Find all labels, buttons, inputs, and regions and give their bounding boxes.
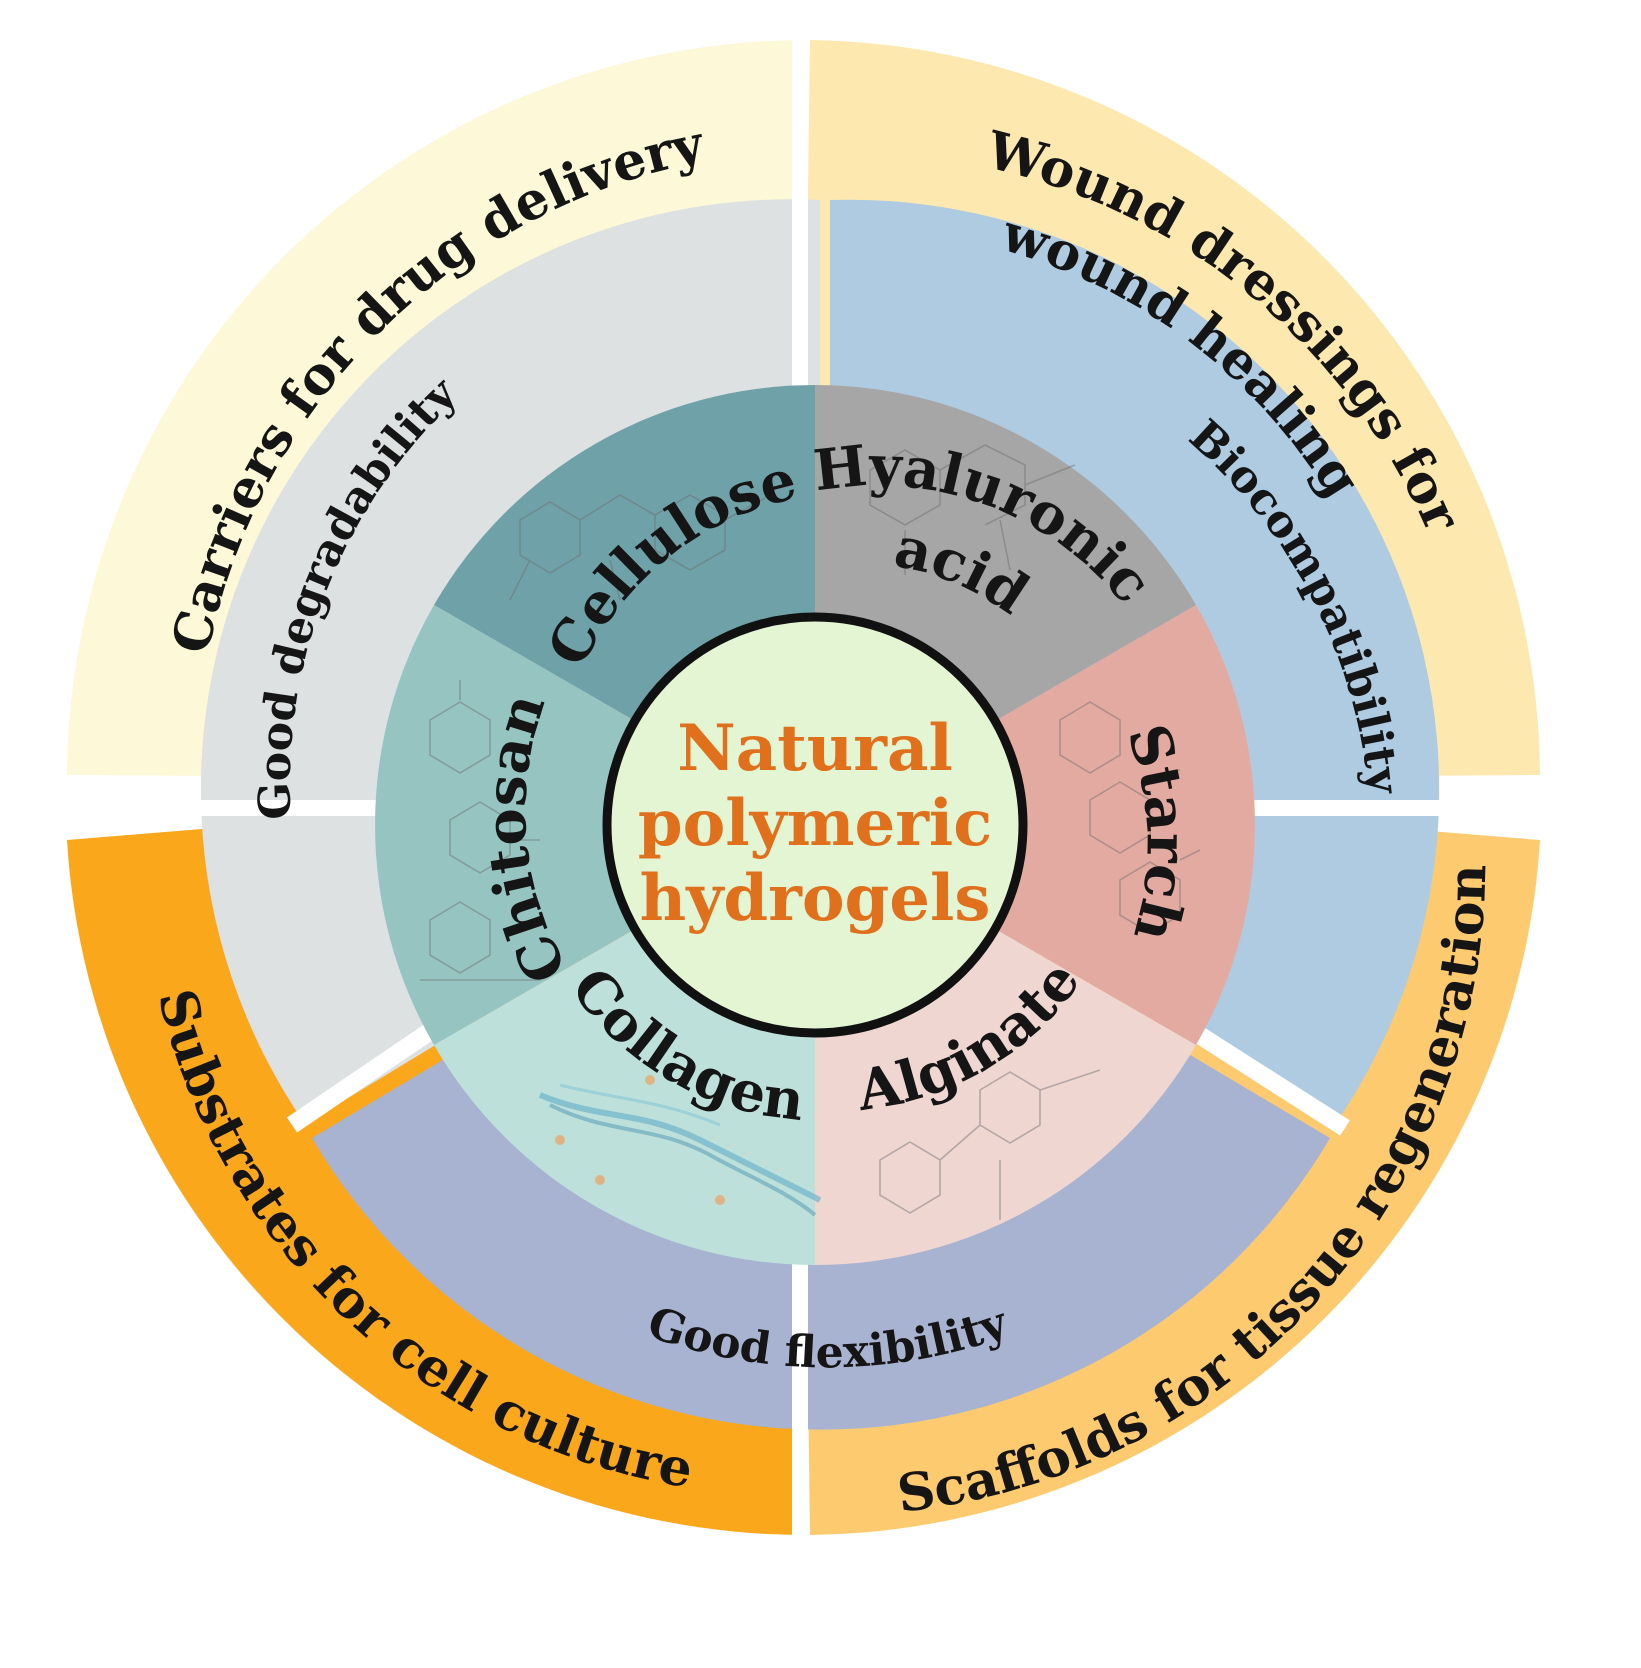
center-title-line1: Natural	[677, 711, 953, 786]
center-title-line3: hydrogels	[640, 861, 991, 936]
center-circle	[602, 612, 1028, 1038]
center-title-line2: polymeric	[638, 786, 992, 861]
chemical-structure-sketches	[420, 444, 1201, 1220]
starch-segment	[815, 605, 1255, 1045]
chitosan-segment	[375, 605, 815, 1045]
